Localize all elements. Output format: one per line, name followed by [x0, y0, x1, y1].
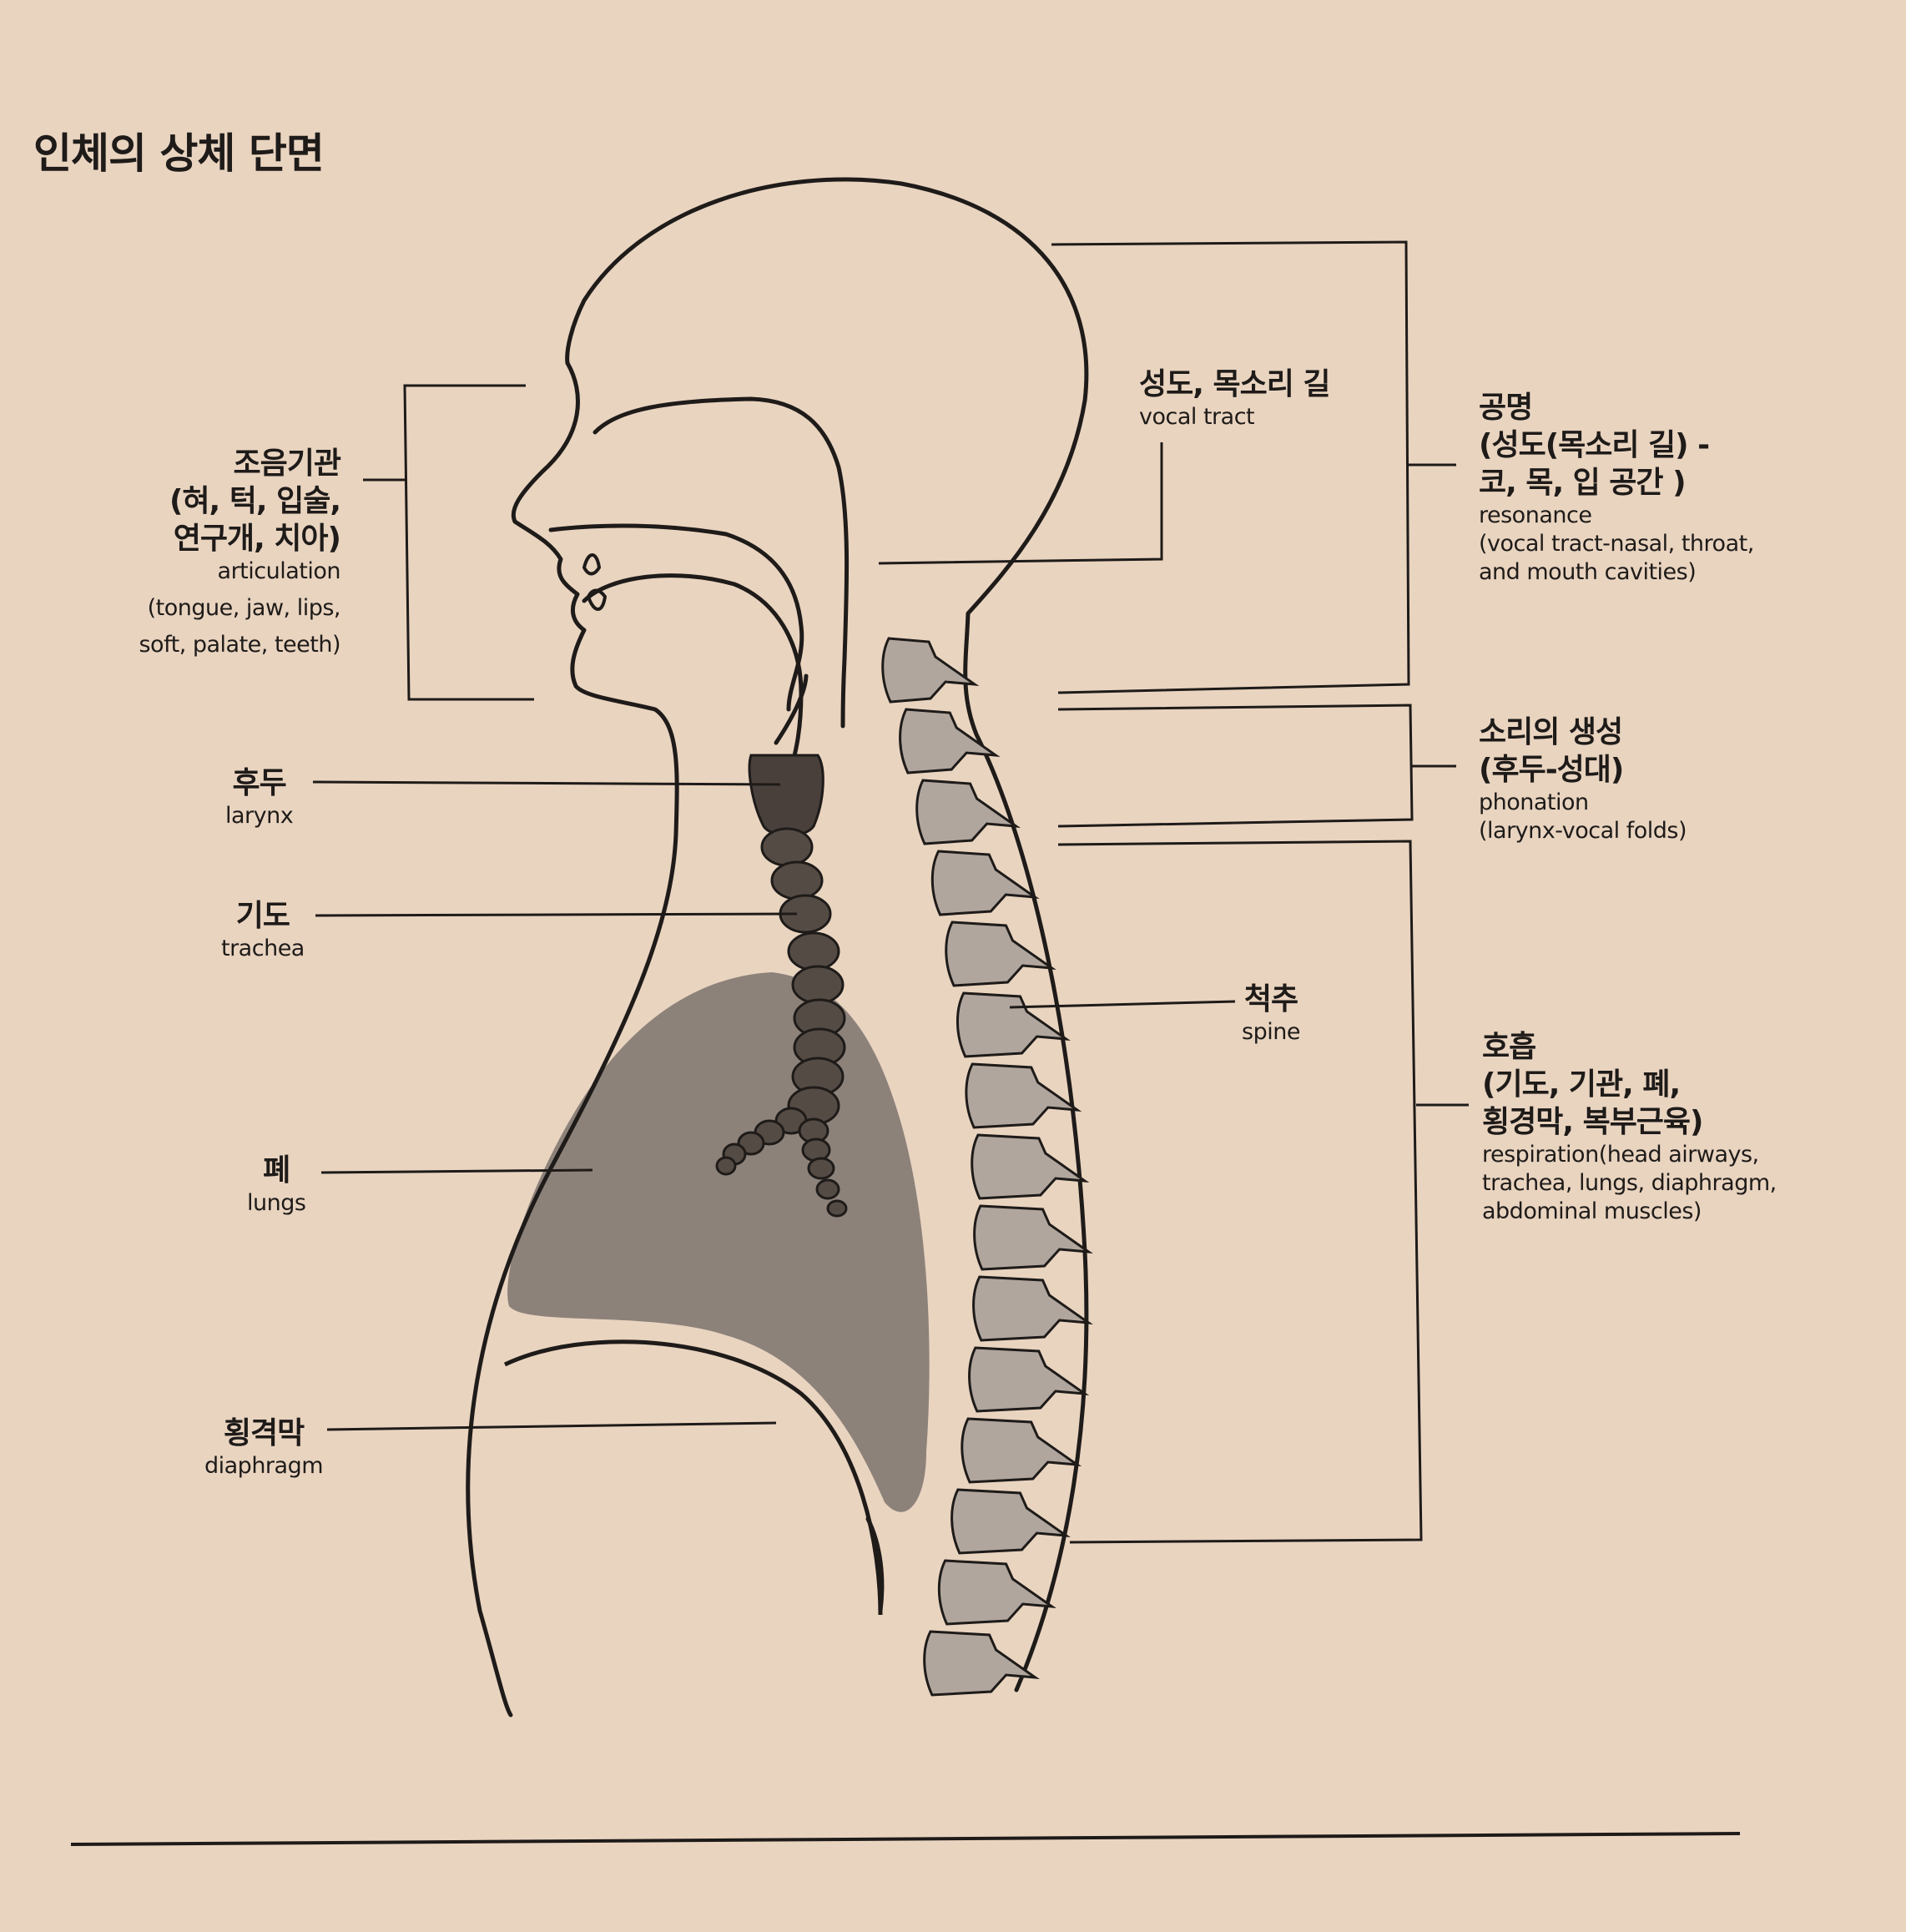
resonance-ko-1: 공명: [1479, 391, 1533, 425]
trachea-en: trachea: [221, 936, 305, 961]
label-resonance: 공명 (성도(목소리 길) - 코, 목, 입 공간 ) resonance (…: [1479, 389, 1754, 586]
respiration-ko-1: 호흡: [1482, 1030, 1536, 1064]
spine-en: spine: [1242, 1019, 1300, 1045]
vertebra: [961, 1417, 1082, 1484]
abdomen-line: [865, 1516, 885, 1613]
label-larynx: 후두 larynx: [225, 764, 294, 830]
larynx-en: larynx: [225, 803, 294, 829]
face-and-chest-outline: [466, 361, 679, 1718]
diaphragm-ko: 횡격막: [223, 1416, 305, 1450]
resonance-bracket: [1051, 240, 1410, 694]
nasal-cavity-outline: [592, 396, 850, 729]
tooth-lower: [586, 588, 608, 611]
lungs-leader: [320, 1168, 593, 1174]
vertebra: [971, 1133, 1090, 1200]
vocal-tract-ko: 성도, 목소리 길: [1139, 367, 1330, 401]
spine-leader: [1009, 1000, 1236, 1009]
label-phonation: 소리의 생성 (후두-성대) phonation (larynx-vocal f…: [1479, 714, 1687, 845]
trachea-ring: [760, 827, 814, 867]
bronchus-ring-right: [826, 1199, 848, 1218]
articulation-bracket: [403, 384, 534, 701]
respiration-en-1: respiration(head airways,: [1482, 1142, 1759, 1168]
lungs-shape: [507, 972, 930, 1512]
label-vocal-tract: 성도, 목소리 길 vocal tract: [1139, 366, 1330, 431]
larynx-shape: [748, 754, 824, 837]
head-and-back-outline: [565, 177, 1089, 1692]
resonance-ko-3: 코, 목, 입 공간 ): [1479, 466, 1687, 500]
vertebra: [930, 850, 1040, 916]
spine-ko: 척추: [1243, 982, 1298, 1016]
vertebra: [973, 1204, 1093, 1271]
diaphragm-en: diaphragm: [204, 1453, 324, 1479]
phonation-ko-2: (후두-성대): [1479, 753, 1624, 787]
lungs-en: lungs: [247, 1190, 306, 1216]
bronchus-ring-right: [807, 1157, 835, 1180]
page-title: 인체의 상체 단면: [33, 129, 325, 178]
label-trachea: 기도 trachea: [221, 897, 305, 963]
bronchus-ring-left: [715, 1156, 737, 1176]
vertebra: [965, 1062, 1082, 1129]
bronchus-ring-right: [801, 1138, 831, 1163]
articulation-en-2: (tongue, jaw, lips,: [147, 594, 341, 621]
respiration-ko-3: 횡경막, 복부근육): [1482, 1105, 1704, 1139]
vertebra: [945, 921, 1056, 987]
phonation-bracket: [1057, 704, 1414, 828]
larynx-leader: [312, 780, 781, 786]
vocal-tract-en: vocal tract: [1139, 404, 1255, 430]
resonance-en-2: (vocal tract-nasal, throat,: [1479, 530, 1754, 557]
trachea-leader: [315, 912, 798, 917]
trachea-ring: [770, 860, 824, 900]
tongue-palate-outline: [548, 523, 804, 712]
label-spine: 척추 spine: [1242, 981, 1300, 1047]
throat-line: [774, 673, 809, 745]
respiration-bracket: [1057, 840, 1423, 1544]
label-articulation: 조음기관 (혀, 턱, 입술, 연구개, 치아) articulation (t…: [139, 445, 341, 658]
spine-vertebrae: [881, 637, 1093, 1697]
vertebra: [968, 1346, 1090, 1413]
phonation-ko-1: 소리의 생성: [1479, 715, 1623, 749]
phonation-en-1: phonation: [1479, 789, 1589, 815]
diaphragm-curve: [503, 1339, 883, 1616]
lungs-ko: 폐: [263, 1153, 290, 1188]
vertebra: [937, 1559, 1056, 1626]
tooth-upper: [582, 553, 602, 576]
trachea-ring: [791, 965, 845, 1005]
resonance-ko-2: (성도(목소리 길) -: [1479, 428, 1710, 462]
trachea-rings: [715, 827, 848, 1218]
vertebra: [972, 1275, 1093, 1342]
respiration-en-3: abdominal muscles): [1482, 1198, 1702, 1224]
diaphragm-leader: [326, 1421, 777, 1431]
larynx-ko: 후두: [232, 766, 286, 800]
leader-lines: [312, 240, 1469, 1544]
vertebra: [956, 991, 1071, 1058]
vertebra: [881, 637, 980, 704]
vocal-tract-leader: [878, 442, 1163, 565]
vertebra: [899, 708, 1001, 774]
label-diaphragm: 횡격막 diaphragm: [204, 1415, 324, 1481]
bronchus-ring-right: [815, 1178, 840, 1200]
articulation-ko-1: 조음기관: [233, 446, 341, 481]
articulation-en-1: articulation: [217, 558, 341, 584]
respiration-en-2: trachea, lungs, diaphragm,: [1482, 1169, 1777, 1196]
label-respiration: 호흡 (기도, 기관, 폐, 횡경막, 복부근육) respiration(he…: [1482, 1028, 1777, 1225]
trachea-ring: [787, 931, 840, 971]
tongue-outline: [582, 573, 804, 779]
resonance-en-3: and mouth cavities): [1479, 558, 1697, 585]
trachea-ko: 기도: [235, 899, 290, 933]
vertebra: [950, 1488, 1071, 1555]
vertebra: [915, 779, 1021, 845]
articulation-ko-2: (혀, 턱, 입술,: [169, 484, 341, 518]
vertebra: [923, 1630, 1041, 1697]
label-lungs: 폐 lungs: [247, 1152, 306, 1218]
phonation-en-2: (larynx-vocal folds): [1479, 817, 1687, 844]
bottom-rule: [70, 1832, 1741, 1846]
articulation-ko-3: 연구개, 치아): [173, 522, 341, 556]
respiration-ko-2: (기도, 기관, 폐,: [1482, 1067, 1681, 1102]
resonance-en-1: resonance: [1479, 502, 1592, 528]
articulation-en-3: soft, palate, teeth): [139, 631, 340, 658]
